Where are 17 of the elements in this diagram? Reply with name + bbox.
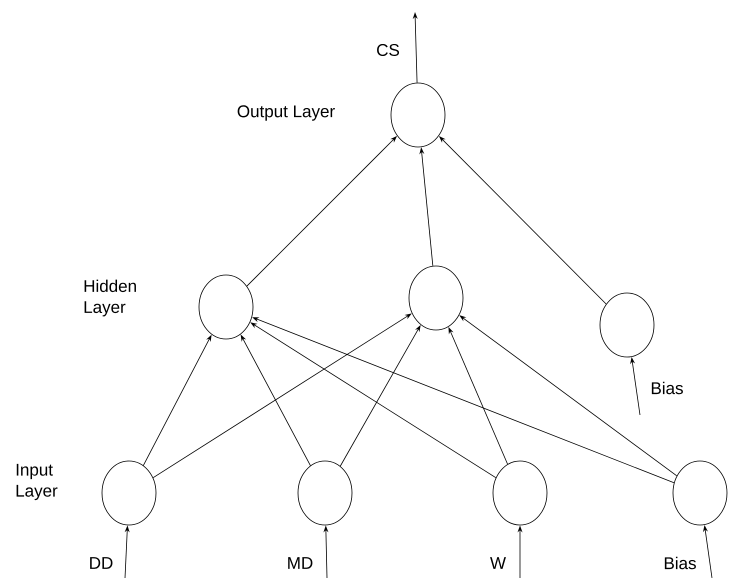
edge-label: Bias [652,382,683,394]
neuron-circle [492,460,548,526]
neuron-circle [102,460,156,526]
layer-label: Output Layer [238,105,335,121]
neuron-circle [672,460,728,526]
edge-label: MD [288,557,312,569]
layer-label: Hidden Layer [84,280,136,316]
neuron-circle [198,274,254,340]
neuron-circle [298,460,352,526]
edge-label: W [490,557,506,569]
edge-label: CS [377,44,400,56]
edge-label: Bias [664,556,696,570]
edge-label: DD [90,557,112,569]
neuron-circle [408,266,464,330]
neuron-circle [600,292,654,358]
neuron-circle [390,82,446,148]
layer-label: Input Layer [16,464,58,500]
